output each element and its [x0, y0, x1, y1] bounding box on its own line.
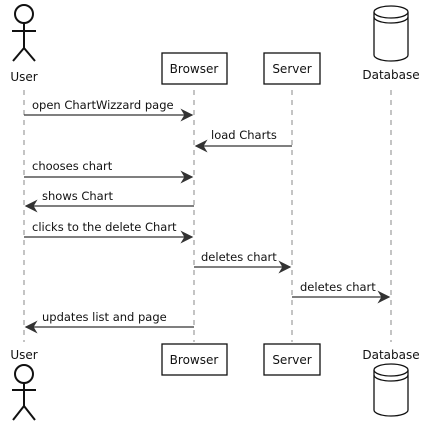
message-label-1: open ChartWizzard page — [32, 98, 174, 112]
participant-server-box-bottom — [263, 343, 321, 376]
database-icon-top — [373, 5, 409, 62]
participant-server-label-top: Server — [272, 62, 311, 76]
message-label-5: clicks to the delete Chart — [32, 220, 177, 234]
participant-browser-label-top: Browser — [170, 62, 219, 76]
participant-database-label-top: Database — [362, 68, 419, 82]
message-label-8: updates list and page — [42, 310, 167, 324]
message-label-7: deletes chart — [300, 280, 376, 294]
message-label-2: load Charts — [211, 128, 277, 142]
participant-browser-box-top — [161, 52, 228, 85]
participant-user-label-top: User — [10, 70, 37, 84]
participant-user-label-bottom: User — [10, 348, 37, 362]
database-icon-bottom — [373, 363, 409, 417]
participant-server-label-bottom: Server — [272, 353, 311, 367]
participant-server-box-top — [263, 52, 321, 85]
participant-browser-box-bottom — [161, 343, 228, 376]
participant-browser-label-bottom: Browser — [170, 353, 219, 367]
user-actor-icon-top — [12, 4, 36, 62]
user-actor-icon-bottom — [12, 364, 36, 421]
message-label-6: deletes chart — [201, 250, 277, 264]
participant-database-label-bottom: Database — [362, 348, 419, 362]
message-label-3: chooses chart — [32, 159, 113, 173]
message-label-4: shows Chart — [42, 189, 113, 203]
